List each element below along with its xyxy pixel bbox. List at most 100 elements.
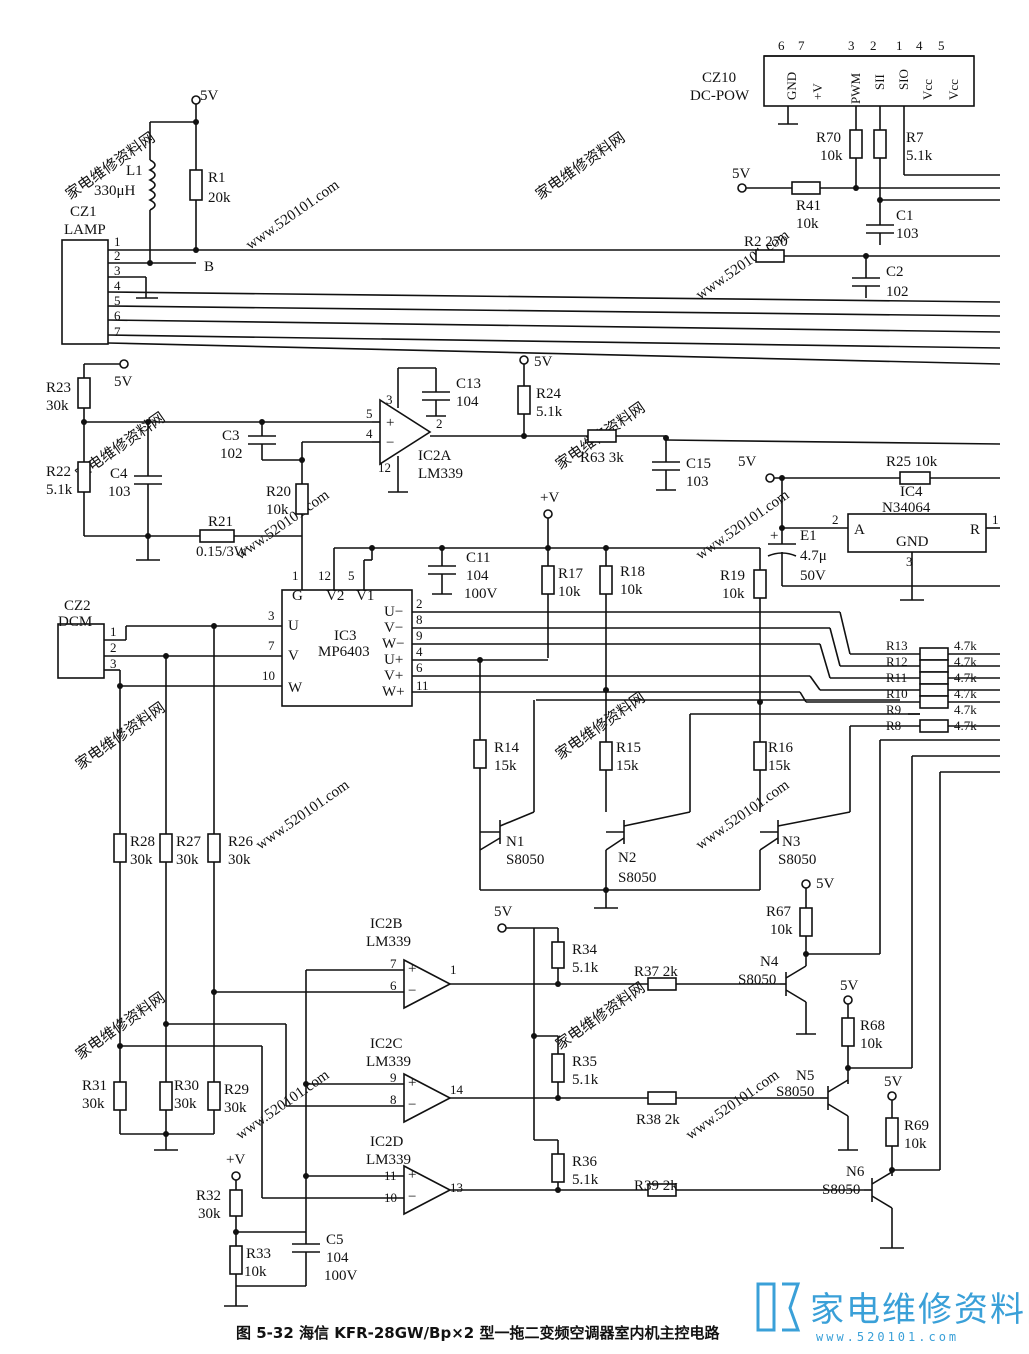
- svg-text:R17: R17: [558, 566, 584, 582]
- svg-text:3: 3: [110, 656, 117, 671]
- watermark-url: www.520101.com: [233, 1067, 332, 1143]
- watermark-site: 家电维修资料网: [553, 979, 649, 1053]
- svg-text:N6: N6: [846, 1164, 865, 1180]
- svg-text:2: 2: [416, 596, 423, 611]
- svg-text:5: 5: [366, 406, 373, 421]
- svg-text:5: 5: [114, 293, 121, 308]
- svg-text:+V: +V: [226, 1152, 245, 1168]
- svg-text:6: 6: [114, 308, 121, 323]
- svg-text:R41: R41: [796, 198, 821, 214]
- svg-text:LM339: LM339: [366, 934, 411, 950]
- svg-text:N1: N1: [506, 834, 524, 850]
- svg-text:V: V: [288, 648, 299, 664]
- svg-text:4: 4: [114, 278, 121, 293]
- svg-text:+: +: [408, 961, 416, 977]
- logo-url: www.520101.com: [816, 1330, 960, 1344]
- svg-text:R12: R12: [886, 654, 908, 669]
- svg-text:4.7k: 4.7k: [954, 702, 977, 717]
- svg-text:+V: +V: [810, 83, 825, 100]
- svg-text:100V: 100V: [464, 586, 498, 602]
- svg-text:G: G: [292, 588, 303, 604]
- svg-text:30k: 30k: [82, 1096, 105, 1112]
- svg-text:GND: GND: [896, 534, 929, 550]
- svg-text:W−: W−: [382, 636, 405, 652]
- svg-text:2: 2: [436, 416, 443, 431]
- svg-text:GND: GND: [784, 72, 799, 100]
- watermark-url: www.520101.com: [253, 777, 352, 853]
- svg-text:30k: 30k: [174, 1096, 197, 1112]
- svg-text:4.7k: 4.7k: [954, 686, 977, 701]
- svg-text:+: +: [386, 415, 394, 431]
- svg-text:+: +: [770, 528, 778, 544]
- svg-text:1: 1: [896, 38, 903, 53]
- svg-text:8: 8: [390, 1092, 397, 1107]
- svg-text:DCM: DCM: [58, 614, 92, 630]
- svg-text:R36: R36: [572, 1154, 598, 1170]
- svg-text:R7: R7: [906, 130, 924, 146]
- svg-text:C13: C13: [456, 376, 481, 392]
- svg-text:3: 3: [906, 554, 913, 569]
- svg-text:R18: R18: [620, 564, 645, 580]
- svg-text:LM339: LM339: [418, 466, 463, 482]
- svg-text:R1: R1: [208, 170, 226, 186]
- svg-text:15k: 15k: [616, 758, 639, 774]
- svg-text:R37 2k: R37 2k: [634, 964, 678, 980]
- svg-text:6: 6: [390, 978, 397, 993]
- svg-text:30k: 30k: [224, 1100, 247, 1116]
- svg-text:S8050: S8050: [778, 852, 816, 868]
- svg-text:104: 104: [456, 394, 479, 410]
- svg-text:R22: R22: [46, 464, 71, 480]
- logo-mark-icon: [756, 1282, 801, 1332]
- svg-text:S8050: S8050: [822, 1182, 860, 1198]
- svg-text:LM339: LM339: [366, 1152, 411, 1168]
- svg-text:102: 102: [886, 284, 909, 300]
- svg-text:103: 103: [108, 484, 131, 500]
- svg-text:V−: V−: [384, 620, 403, 636]
- svg-text:10: 10: [262, 668, 275, 683]
- svg-text:LM339: LM339: [366, 1054, 411, 1070]
- svg-text:+V: +V: [540, 490, 559, 506]
- svg-text:12: 12: [378, 460, 391, 475]
- svg-text:R2 270: R2 270: [744, 234, 788, 250]
- svg-text:S8050: S8050: [738, 972, 776, 988]
- svg-text:5.1k: 5.1k: [572, 1072, 599, 1088]
- svg-text:20k: 20k: [208, 190, 231, 206]
- svg-text:10k: 10k: [904, 1136, 927, 1152]
- svg-text:IC2A: IC2A: [418, 448, 452, 464]
- svg-text:LAMP: LAMP: [64, 222, 106, 238]
- svg-text:S8050: S8050: [776, 1084, 814, 1100]
- svg-text:IC2C: IC2C: [370, 1036, 403, 1052]
- logo-text: 家电维修资料网: [810, 1290, 1029, 1330]
- svg-text:10k: 10k: [722, 586, 745, 602]
- svg-text:9: 9: [390, 1070, 397, 1085]
- svg-text:30k: 30k: [228, 852, 251, 868]
- svg-text:R39 2k: R39 2k: [634, 1178, 678, 1194]
- svg-text:15k: 15k: [768, 758, 791, 774]
- svg-text:R10: R10: [886, 686, 908, 701]
- svg-text:IC2B: IC2B: [370, 916, 403, 932]
- svg-text:IC3: IC3: [334, 628, 357, 644]
- svg-text:10k: 10k: [860, 1036, 883, 1052]
- svg-text:R16: R16: [768, 740, 794, 756]
- svg-text:R70: R70: [816, 130, 841, 146]
- svg-text:R14: R14: [494, 740, 520, 756]
- svg-text:R: R: [970, 522, 980, 538]
- svg-text:4.7k: 4.7k: [954, 638, 977, 653]
- svg-text:R20: R20: [266, 484, 291, 500]
- svg-text:7: 7: [268, 638, 275, 653]
- svg-text:2: 2: [114, 248, 121, 263]
- cz10-label: CZ10: [702, 70, 736, 86]
- svg-text:R25 10k: R25 10k: [886, 454, 938, 470]
- svg-text:R19: R19: [720, 568, 745, 584]
- svg-text:2: 2: [110, 640, 117, 655]
- watermark-url: www.520101.com: [683, 1067, 782, 1143]
- svg-text:5: 5: [938, 38, 945, 53]
- svg-text:10k: 10k: [770, 922, 793, 938]
- svg-text:104: 104: [326, 1250, 349, 1266]
- svg-text:0.15/3W: 0.15/3W: [196, 544, 249, 560]
